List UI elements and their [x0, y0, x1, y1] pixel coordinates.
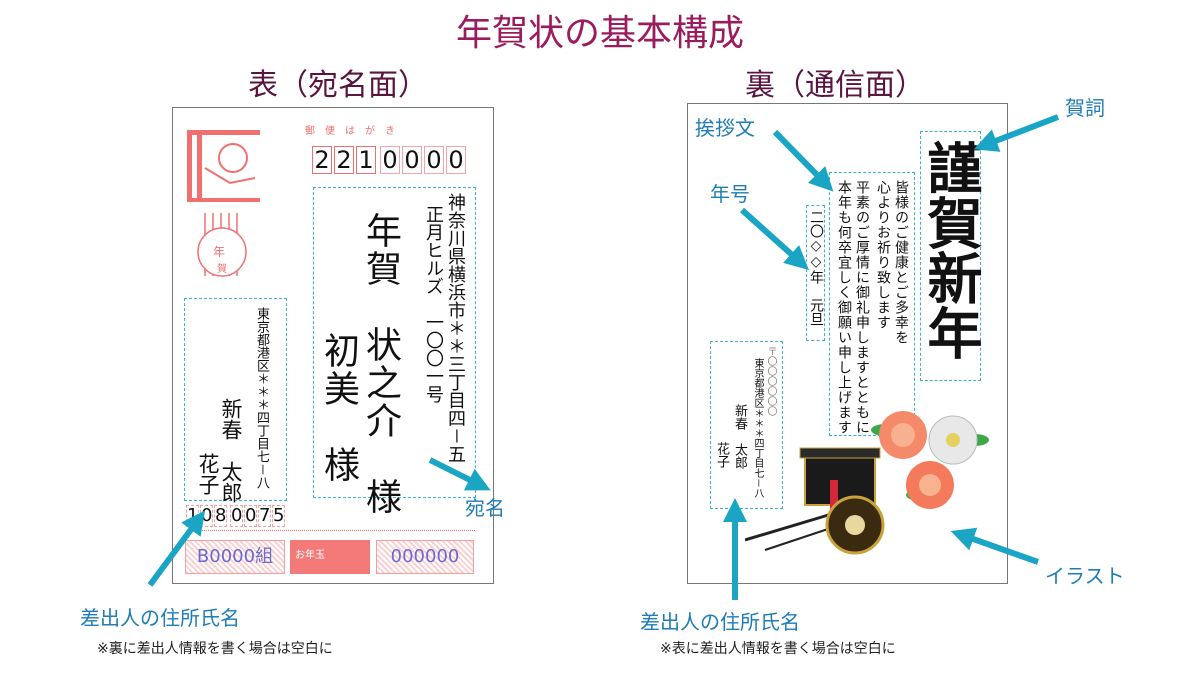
- postal-digit: 2: [312, 146, 332, 174]
- back-sender-address: 東京都港区＊＊＊四丁目七－八: [752, 358, 763, 498]
- arrow-greeting-word: [973, 114, 1060, 152]
- label-back-sender: 差出人の住所氏名: [640, 610, 800, 634]
- postal-digit: 5: [272, 505, 285, 527]
- front-card: [172, 107, 494, 584]
- label-date: 年号: [710, 182, 750, 206]
- svg-text:賀: 賀: [217, 263, 227, 275]
- back-sender-postal: 〒〇〇〇〇〇〇: [765, 346, 776, 416]
- arrow-greeting-text: [772, 129, 834, 192]
- postal-digit: 7: [258, 505, 271, 527]
- postal-digit: 0: [424, 146, 444, 174]
- page-title: 年賀状の基本構成: [455, 13, 744, 54]
- label-greeting-text: 挨拶文: [695, 116, 755, 140]
- label-front-sender: 差出人の住所氏名: [80, 606, 240, 630]
- recipient-box: [313, 187, 476, 498]
- postal-digit: 1: [356, 146, 376, 174]
- postal-code-boxes: 2 2 1 0 0 0 0: [312, 146, 466, 174]
- date-box: [806, 205, 825, 341]
- postal-digit: 0: [446, 146, 466, 174]
- lottery-mark-text: お年玉: [295, 550, 325, 561]
- front-heading: 表（宛名面）: [248, 68, 428, 103]
- lottery-group: B0000組: [185, 540, 285, 574]
- arrow-front-sender: [147, 510, 206, 587]
- arrow-date: [739, 207, 809, 271]
- recipient-address-line1: 神奈川県横浜市＊＊三丁目四－五: [445, 193, 466, 463]
- sender-address: 東京都港区＊＊＊四丁目七－八: [254, 307, 269, 490]
- note-back-sender: ※表に差出人情報を書く場合は空白に: [660, 641, 896, 657]
- postal-digit: 0: [244, 505, 257, 527]
- postal-digit: 2: [334, 146, 354, 174]
- postcard-label: 郵便はがき: [305, 126, 405, 137]
- lottery-mark: お年玉: [290, 540, 370, 574]
- sender-name-2: 花子: [196, 453, 220, 495]
- label-recipient: 宛名: [465, 496, 505, 520]
- arrow-illustration: [950, 527, 1040, 565]
- greeting-text-line1: 皆様のご健康とご多幸を: [893, 180, 909, 345]
- lottery-number: 000000: [376, 540, 474, 574]
- postal-digit: 8: [214, 505, 227, 527]
- recipient-address-line2: 正月ヒルズ 一〇〇一号: [423, 205, 444, 403]
- label-greeting-word: 賀詞: [1065, 96, 1105, 120]
- arrow-recipient: [428, 457, 491, 491]
- label-illustration: イラスト: [1045, 564, 1125, 588]
- illustration-cart-flowers: [745, 411, 989, 555]
- date-text: 二〇◇◇年 元旦: [808, 210, 824, 326]
- back-sender-name-2: 花子: [714, 442, 729, 468]
- recipient-name-2: 初美 様: [318, 332, 359, 484]
- stamp-icon: 年賀: [187, 130, 260, 277]
- back-sender-name-1: 新春 太郎: [732, 404, 747, 469]
- greeting-word-box: [920, 131, 981, 381]
- sender-box: [184, 298, 287, 501]
- greeting-text-box: [829, 172, 915, 436]
- note-front-sender: ※裏に差出人情報を書く場合は空白に: [97, 641, 333, 657]
- postal-digit: 0: [230, 505, 243, 527]
- sender-name-1: 新春 太郎: [219, 398, 243, 503]
- greeting-text-line3: 平素のご厚情に御礼申しますとともに: [854, 180, 870, 435]
- recipient-name-1: 年賀 状之介 様: [360, 212, 401, 516]
- lottery-notice-line: [190, 530, 475, 531]
- svg-text:年: 年: [213, 245, 225, 259]
- postal-digit: 0: [380, 146, 400, 174]
- back-heading: 裏（通信面）: [745, 68, 925, 103]
- greeting-word: 謹賀新年: [918, 140, 983, 360]
- greeting-text-line2: 心よりお祈り致します: [875, 180, 891, 330]
- postal-digit: 0: [402, 146, 422, 174]
- greeting-text-line4: 本年も何卒宜しく御願い申し上げます: [836, 180, 852, 435]
